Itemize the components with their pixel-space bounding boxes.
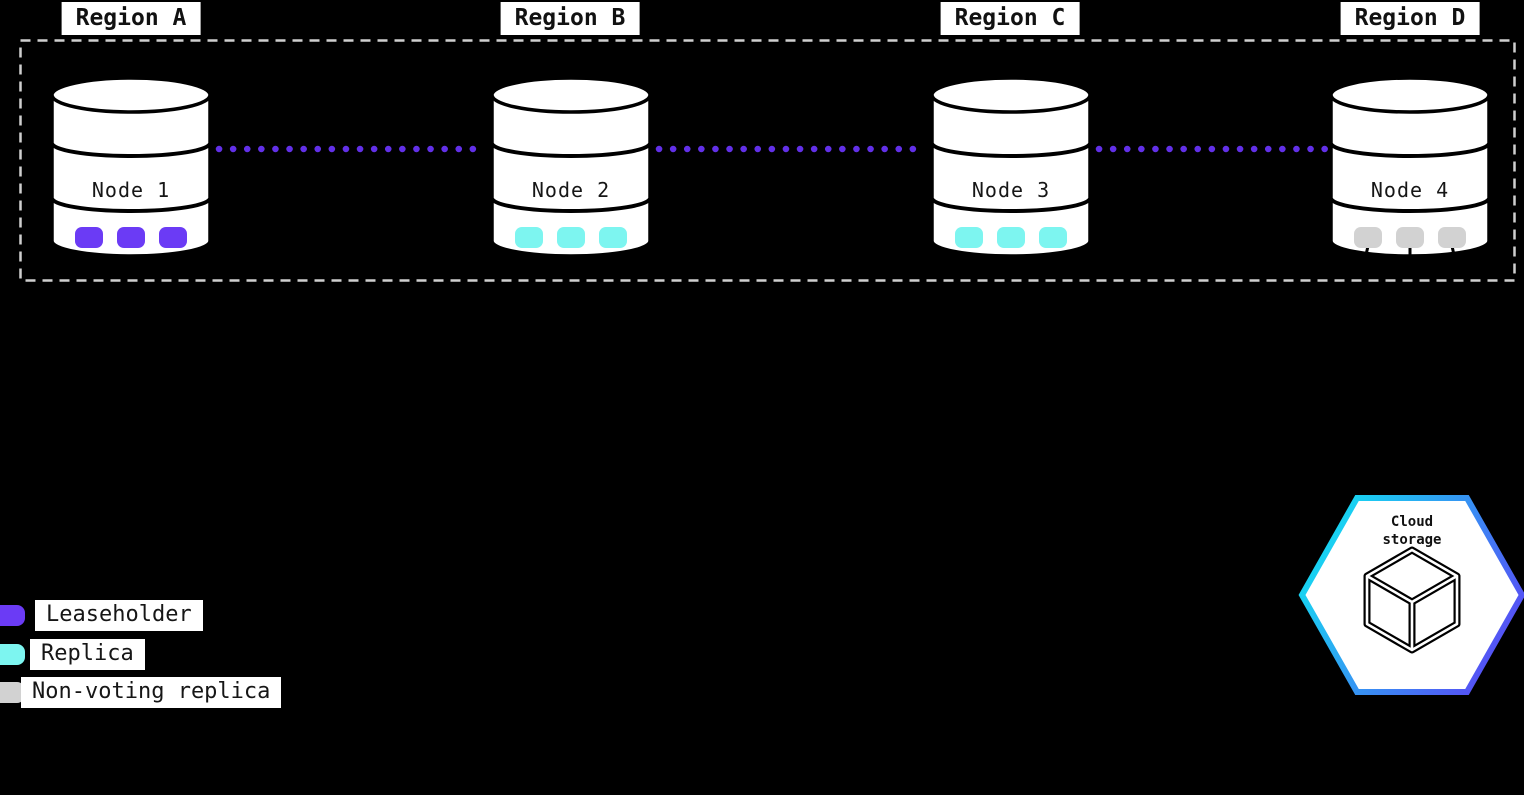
- cylinder-divider: [930, 197, 1092, 213]
- cylinder-divider: [1329, 142, 1491, 158]
- storage-link-tick: [1362, 245, 1370, 265]
- region-c-label: Region C: [940, 2, 1080, 35]
- leaseholder-range: [159, 227, 187, 248]
- cylinder-divider: [50, 142, 212, 158]
- connector-node3-node4: [1095, 145, 1329, 153]
- cylinder-top: [490, 76, 652, 114]
- node-2-label: Node 2: [532, 178, 610, 202]
- cylinder-top: [930, 76, 1092, 114]
- connector-node2-node3: [655, 145, 929, 153]
- cylinder-top: [1329, 76, 1491, 114]
- cloud-storage-title-line2: storage: [1382, 532, 1441, 548]
- cloud-storage: Cloud storage: [1298, 495, 1524, 695]
- non-voting-replica-range: [1396, 227, 1424, 248]
- cluster-boundary: [19, 39, 1516, 282]
- legend-label-replica: Replica: [30, 639, 145, 670]
- cylinder-divider: [490, 142, 652, 158]
- replica-range: [955, 227, 983, 248]
- leaseholder-swatch: [0, 605, 25, 626]
- node-3-label: Node 3: [972, 178, 1050, 202]
- cloud-storage-title-line1: Cloud: [1391, 514, 1433, 530]
- node-4-database: Node 4: [1329, 76, 1491, 265]
- node-1-database: Node 1: [50, 76, 212, 258]
- replica-swatch: [0, 644, 25, 665]
- cylinder-top: [50, 76, 212, 114]
- replica-range: [557, 227, 585, 248]
- cylinder-divider: [930, 142, 1092, 158]
- non-voting-replica-range: [1438, 227, 1466, 248]
- region-b-label: Region B: [500, 2, 640, 35]
- connector-node1-node2: [215, 145, 489, 153]
- cylinder-divider: [490, 197, 652, 213]
- storage-link-tick: [1450, 245, 1458, 265]
- legend-label-non-voting-replica: Non-voting replica: [21, 677, 282, 708]
- cube-icon: [1363, 546, 1461, 654]
- replica-range: [599, 227, 627, 248]
- leaseholder-range: [117, 227, 145, 248]
- hexagon-border: [1298, 495, 1524, 695]
- replica-range: [1039, 227, 1067, 248]
- node-4-label: Node 4: [1371, 178, 1449, 202]
- node-1-label: Node 1: [92, 178, 170, 202]
- non-voting-replica-range: [1354, 227, 1382, 248]
- region-a-label: Region A: [61, 2, 201, 35]
- replica-range: [997, 227, 1025, 248]
- node-2-database: Node 2: [490, 76, 652, 258]
- legend-label-leaseholder: Leaseholder: [35, 600, 203, 631]
- cylinder-divider: [1329, 197, 1491, 213]
- replica-range: [515, 227, 543, 248]
- cylinder-divider: [50, 197, 212, 213]
- non-voting-replica-swatch: [0, 682, 25, 703]
- node-3-database: Node 3: [930, 76, 1092, 258]
- leaseholder-range: [75, 227, 103, 248]
- region-d-label: Region D: [1340, 2, 1480, 35]
- cluster-boundary-rect: [19, 39, 1516, 282]
